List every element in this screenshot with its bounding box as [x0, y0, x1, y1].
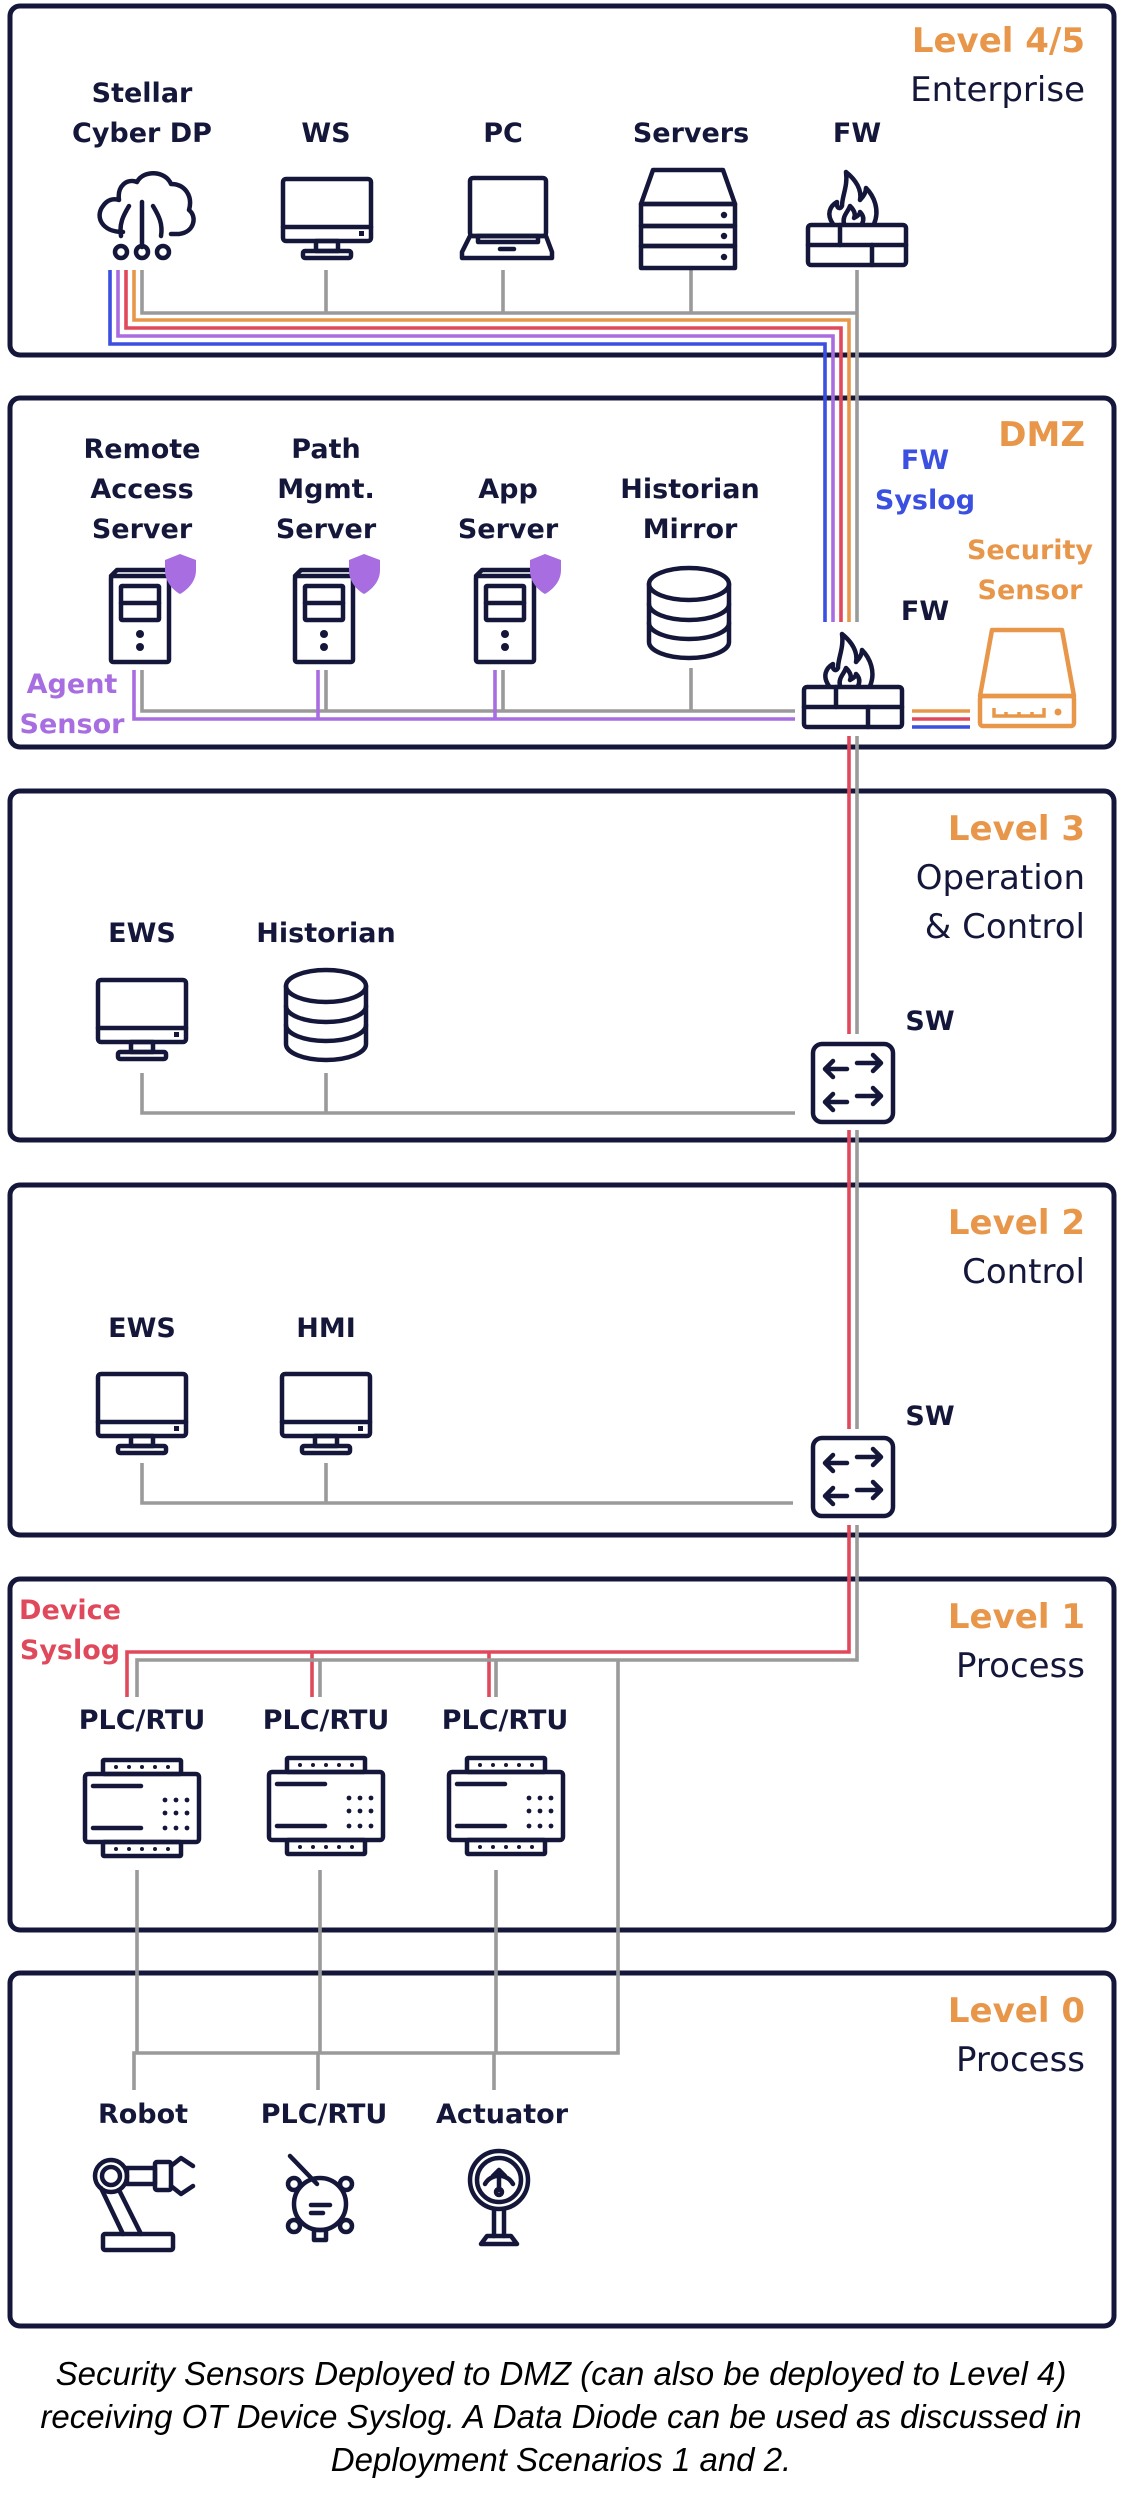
figure-caption: Security Sensors Deployed to DMZ (can al…: [40, 2355, 1082, 2478]
level-3-subtitle-1: Operation: [916, 858, 1085, 898]
red-syslog-line: [124, 270, 843, 622]
security-sensor-label-1: Security: [967, 535, 1093, 566]
device-label-l2-ews: EWS: [108, 1313, 176, 1344]
server-stack-icon: [638, 167, 738, 271]
orange-security-line: [132, 270, 851, 622]
l3-switch-label: SW: [905, 1006, 954, 1037]
level-1-title: Level 1: [948, 1597, 1085, 1637]
dmz-agent-line: [132, 670, 795, 721]
device-label-app-1: App: [478, 474, 538, 505]
device-label-remote-1: Remote: [83, 434, 200, 465]
security-sensor-icon: [977, 627, 1077, 729]
l2-switch-label: SW: [905, 1401, 954, 1432]
enterprise-lan-line: [140, 270, 859, 315]
purple-agent-line: [116, 270, 835, 622]
dmz-title: DMZ: [998, 415, 1085, 455]
device-label-l2-hmi: HMI: [296, 1313, 356, 1344]
level-3-title: Level 3: [948, 809, 1085, 849]
blue-fw-syslog-line: [108, 270, 827, 622]
device-label-stellar-1: Stellar: [92, 78, 193, 109]
device-syslog-label-2: Syslog: [20, 1635, 120, 1666]
level-0-title: Level 0: [948, 1991, 1085, 2031]
level-2-zone: [7, 1182, 1117, 1538]
device-label-l0-plc: PLC/RTU: [261, 2099, 388, 2130]
device-label-robot: Robot: [98, 2099, 188, 2130]
device-label-plc-1: PLC/RTU: [79, 1705, 206, 1736]
level-4-5-zone: [7, 3, 1117, 358]
device-label-plc-2: PLC/RTU: [263, 1705, 390, 1736]
fw-syslog-label-2: Syslog: [875, 485, 975, 516]
agent-sensor-label-2: Sensor: [20, 709, 126, 740]
fw-syslog-label-1: FW: [901, 445, 949, 476]
device-label-historian-mirror-1: Historian: [620, 474, 759, 505]
device-label-app-2: Server: [458, 514, 559, 545]
level-0-subtitle: Process: [956, 2040, 1085, 2080]
device-label-plc-3: PLC/RTU: [442, 1705, 569, 1736]
level2-lan-line: [140, 1463, 793, 1505]
red-trunk-line: [125, 736, 851, 1697]
device-label-servers: Servers: [633, 118, 749, 149]
level-4-5-title: Level 4/5: [912, 21, 1085, 61]
level-3-subtitle-2: & Control: [925, 907, 1085, 947]
device-syslog-label-1: Device: [19, 1595, 121, 1626]
device-label-actuator: Actuator: [436, 2099, 569, 2130]
dmz-fw-label: FW: [901, 596, 949, 627]
device-label-path-3: Server: [276, 514, 377, 545]
device-label-pc: PC: [483, 118, 523, 149]
level-3-zone: [7, 788, 1117, 1143]
level-1-subtitle: Process: [956, 1646, 1085, 1686]
level-2-subtitle: Control: [962, 1252, 1085, 1292]
device-label-stellar-2: Cyber DP: [72, 118, 212, 149]
level-2-title: Level 2: [948, 1203, 1085, 1243]
level1-field-lines: [135, 1870, 498, 2053]
device-label-historian-mirror-2: Mirror: [643, 514, 738, 545]
valve-icon: [285, 2153, 355, 2243]
cloud-network-icon: [97, 171, 196, 261]
device-label-path-2: Mgmt.: [277, 474, 375, 505]
device-label-fw: FW: [833, 118, 881, 149]
device-label-l3-ews: EWS: [108, 918, 176, 949]
device-label-path-1: Path: [291, 434, 360, 465]
level-0-zone: [7, 1970, 1117, 2329]
device-label-remote-3: Server: [92, 514, 193, 545]
agent-sensor-label-1: Agent: [27, 669, 118, 700]
gauge-actuator-icon: [467, 2148, 531, 2247]
security-sensor-label-2: Sensor: [978, 575, 1084, 606]
level3-lan-line: [140, 1073, 795, 1115]
connection-lines: [108, 270, 970, 2090]
device-label-ws: WS: [301, 118, 350, 149]
dmz-lan-line: [140, 668, 795, 713]
level-4-5-subtitle: Enterprise: [910, 70, 1085, 110]
laptop-icon: [459, 175, 555, 261]
device-label-remote-2: Access: [90, 474, 193, 505]
device-label-l3-historian: Historian: [256, 918, 395, 949]
gray-trunk-line: [132, 736, 859, 2090]
robot-arm-icon: [92, 2155, 196, 2253]
